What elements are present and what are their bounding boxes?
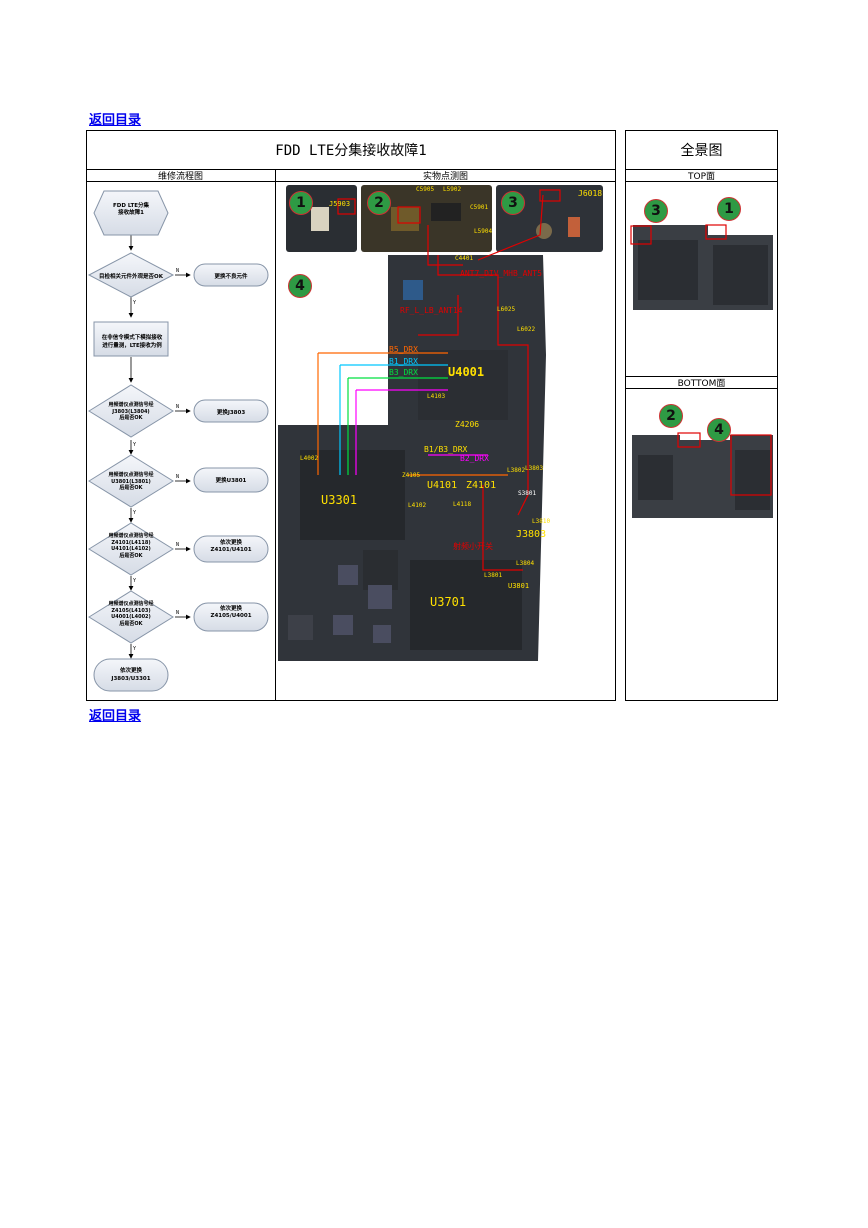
label-l3804: L3804 [516, 560, 535, 567]
label-l3802: L3802 [507, 467, 526, 474]
label-l4102: L4102 [408, 502, 427, 509]
label-c5901: C5901 [470, 204, 489, 211]
page-title: FDD LTE分集接收故障1 [86, 130, 616, 170]
column-divider [275, 182, 276, 701]
label-rf-switch: 射频小开关 [453, 542, 493, 551]
flow-step-u3801: 用频谱仪点测信号经 U3801(L3801) 后是否OK [108, 472, 154, 491]
flow-action-u3801: 更换U3801 [215, 478, 247, 484]
main-table [86, 130, 616, 701]
label-ant5: ANT7_DIV_MHB_ANT5 [460, 269, 542, 278]
label-l3810: L3810 [532, 518, 551, 525]
trace-overlay [317, 189, 561, 571]
flow-action-j3803: 更换J3803 [216, 410, 246, 416]
flow-step-z4101: 用频谱仪点测信号经 Z4101(L4118) U4101(L4102) 后是否O… [108, 533, 154, 559]
label-j3803: J3803 [516, 529, 547, 540]
label-u3801: U3801 [508, 582, 530, 590]
panorama-title: 全景图 [625, 130, 778, 170]
label-l4002: L4002 [300, 455, 319, 462]
label-ant14: RF_L_LB_ANT14 [400, 306, 463, 315]
label-u3701: U3701 [430, 595, 467, 609]
label-z4206: Z4206 [455, 420, 480, 429]
bottom-side-header: BOTTOM面 [625, 376, 778, 389]
flow-yes-1: Y [133, 300, 137, 306]
flow-yes-2: Y [133, 442, 137, 448]
top-side-header: TOP面 [625, 169, 778, 182]
marker-4-badge: 4 [288, 274, 312, 298]
label-u3301: U3301 [321, 493, 358, 507]
flow-no-1: N [176, 268, 180, 274]
label-s3801: S3801 [518, 490, 537, 497]
flow-yes-4: Y [133, 578, 137, 584]
flow-yes-3: Y [133, 510, 137, 516]
panorama-table [625, 130, 778, 701]
back-to-index-link-top[interactable]: 返回目录 [89, 112, 142, 127]
flow-step-j3803: 用频谱仪点测信号经 J3803(L3804) 后是否OK [108, 402, 154, 421]
flow-step-z4105: 用频谱仪点测信号经 Z4105(L4103) U4001(L4002) 后是否O… [108, 601, 154, 627]
flow-step-measure: 在非信令模式下模拟接收 进行量测，LTE接收为例 [101, 335, 163, 349]
flow-start: FDD LTE分集 接收故障1 [113, 203, 149, 217]
label-u4001: U4001 [448, 365, 485, 379]
repair-flowchart [87, 190, 269, 692]
top-marker-1-badge: 1 [717, 197, 741, 221]
label-l5902: L5902 [443, 186, 462, 193]
label-b1b3-drx: B1/B3_DRX [424, 445, 468, 454]
marker-2-badge: 2 [367, 191, 391, 215]
label-j5903: J5903 [329, 200, 351, 208]
label-u4101: U4101 [427, 480, 458, 491]
back-to-index-link-bottom[interactable]: 返回目录 [89, 708, 142, 723]
flow-action-z4105: 依次更换 Z4105/U4001 [210, 606, 252, 620]
label-b3-drx: B3_DRX [389, 368, 418, 377]
flow-end: 依次更换 J3803/U3301 [111, 668, 151, 682]
label-z4105: Z4105 [402, 472, 421, 479]
bottom-marker-4-badge: 4 [707, 418, 731, 442]
marker-1-badge: 1 [289, 191, 313, 215]
flow-no-4: N [176, 542, 180, 548]
bottom-side-board-photo [632, 432, 773, 518]
top-marker-3-badge: 3 [644, 199, 668, 223]
bottom-marker-2-badge: 2 [659, 404, 683, 428]
flow-step-visual-check: 目检相关元件外观是否OK [99, 274, 163, 280]
flow-no-3: N [176, 474, 180, 480]
flow-column-header: 维修流程图 [86, 169, 276, 182]
label-c4401: C4401 [455, 255, 474, 262]
label-l6022: L6022 [517, 326, 536, 333]
label-l6025: L6025 [497, 306, 516, 313]
flow-yes-5: Y [133, 646, 137, 652]
main-board-photo [278, 255, 546, 661]
label-l4103: L4103 [427, 393, 446, 400]
flow-no-2: N [176, 404, 180, 410]
flow-action-replace-bad: 更换不良元件 [214, 274, 248, 280]
label-l4118: L4118 [453, 501, 472, 508]
flow-start-shape [93, 190, 169, 236]
label-c5905: C5905 [416, 186, 435, 193]
flow-action-z4101: 依次更换 Z4101/U4101 [210, 540, 252, 554]
label-b2-drx: B2_DRX [460, 454, 489, 463]
label-l3803: L3803 [525, 465, 544, 472]
flow-no-5: N [176, 610, 180, 616]
label-l5904: L5904 [474, 228, 493, 235]
label-l3801: L3801 [484, 572, 503, 579]
top-side-board-photo [630, 224, 773, 310]
label-z4101: Z4101 [466, 480, 497, 491]
photo-column-header: 实物点测图 [275, 169, 616, 182]
label-j6018: J6018 [578, 189, 603, 198]
marker-3-badge: 3 [501, 191, 525, 215]
label-b5-drx: B5_DRX [389, 345, 418, 354]
label-b1-drx: B1_DRX [389, 357, 418, 366]
